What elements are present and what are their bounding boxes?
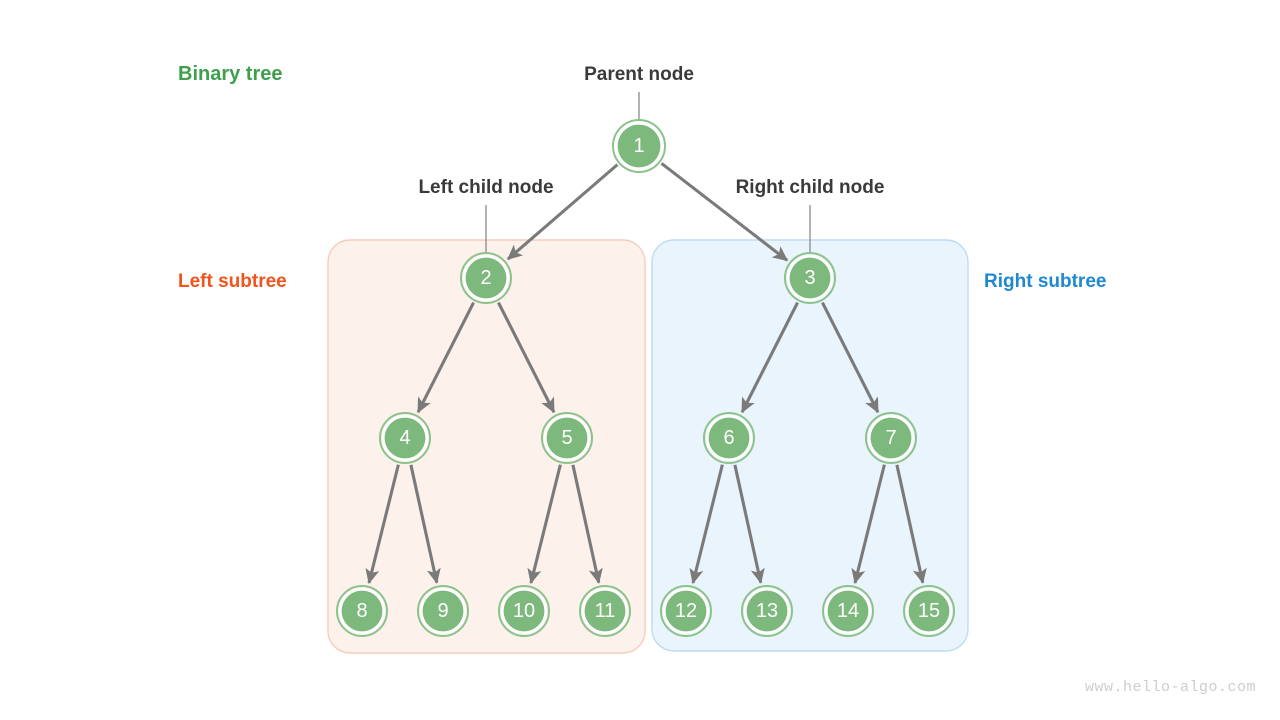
tree-edge-n4-n9	[409, 464, 441, 584]
tree-edge-n4-n8	[365, 464, 400, 585]
watermark: www.hello-algo.com	[1085, 679, 1256, 696]
diagram-labels: Left subtree Right subtree Parent nodeLeft…	[178, 63, 1256, 696]
tree-node-6[interactable]: 6	[703, 412, 755, 464]
node-value-15: 15	[918, 600, 940, 622]
tree-node-13[interactable]: 13	[741, 585, 793, 637]
node-value-8: 8	[356, 600, 367, 622]
right-subtree-label: Right subtree	[984, 271, 1106, 292]
node-value-11: 11	[595, 600, 616, 622]
tree-edge-n6-n13	[733, 464, 765, 584]
tree-node-11[interactable]: 11	[579, 585, 631, 637]
tree-node-2[interactable]: 2	[460, 252, 512, 304]
tree-node-12[interactable]: 12	[660, 585, 712, 637]
node-value-7: 7	[885, 427, 896, 449]
tree-edge-n1-n2	[506, 163, 619, 261]
tree-node-3[interactable]: 3	[784, 252, 836, 304]
node-value-6: 6	[723, 427, 734, 449]
node-value-2: 2	[480, 267, 491, 289]
node-value-13: 13	[756, 600, 778, 622]
node-value-5: 5	[561, 427, 572, 449]
node-value-14: 14	[837, 600, 859, 622]
tree-node-4[interactable]: 4	[379, 412, 431, 464]
annotation-pointers	[485, 92, 811, 252]
left-child-node-label: Left child node	[418, 177, 553, 198]
tree-edge-n7-n15	[895, 464, 927, 584]
parent-node-label: Parent node	[584, 64, 694, 85]
tree-edge-n3-n7	[821, 301, 880, 414]
node-value-10: 10	[513, 600, 535, 622]
tree-node-10[interactable]: 10	[498, 585, 550, 637]
tree-node-1[interactable]: 1	[612, 119, 666, 173]
tree-node-8[interactable]: 8	[336, 585, 388, 637]
right-child-node-label: Right child node	[736, 177, 885, 198]
subtree-boxes	[327, 239, 969, 654]
tree-node-14[interactable]: 14	[822, 585, 874, 637]
tree-edge-n1-n3	[660, 162, 789, 262]
tree-node-7[interactable]: 7	[865, 412, 917, 464]
tree-node-9[interactable]: 9	[417, 585, 469, 637]
tree-edge-n3-n6	[740, 301, 799, 414]
node-value-1: 1	[633, 135, 644, 157]
node-value-3: 3	[804, 267, 815, 289]
tree-edge-n7-n14	[851, 464, 886, 585]
tree-edge-n2-n4	[416, 301, 475, 414]
tree-edge-n6-n12	[689, 464, 724, 585]
tree-edge-n5-n11	[571, 464, 603, 584]
node-value-4: 4	[399, 427, 410, 449]
left-subtree-label: Left subtree	[178, 271, 287, 292]
tree-node-15[interactable]: 15	[903, 585, 955, 637]
tree-edge-n2-n5	[497, 301, 556, 414]
tree-edges	[365, 162, 927, 585]
tree-edge-n5-n10	[527, 464, 562, 585]
tree-node-5[interactable]: 5	[541, 412, 593, 464]
node-value-12: 12	[675, 600, 697, 622]
node-value-9: 9	[437, 600, 448, 622]
diagram-title: Binary tree	[178, 63, 283, 85]
